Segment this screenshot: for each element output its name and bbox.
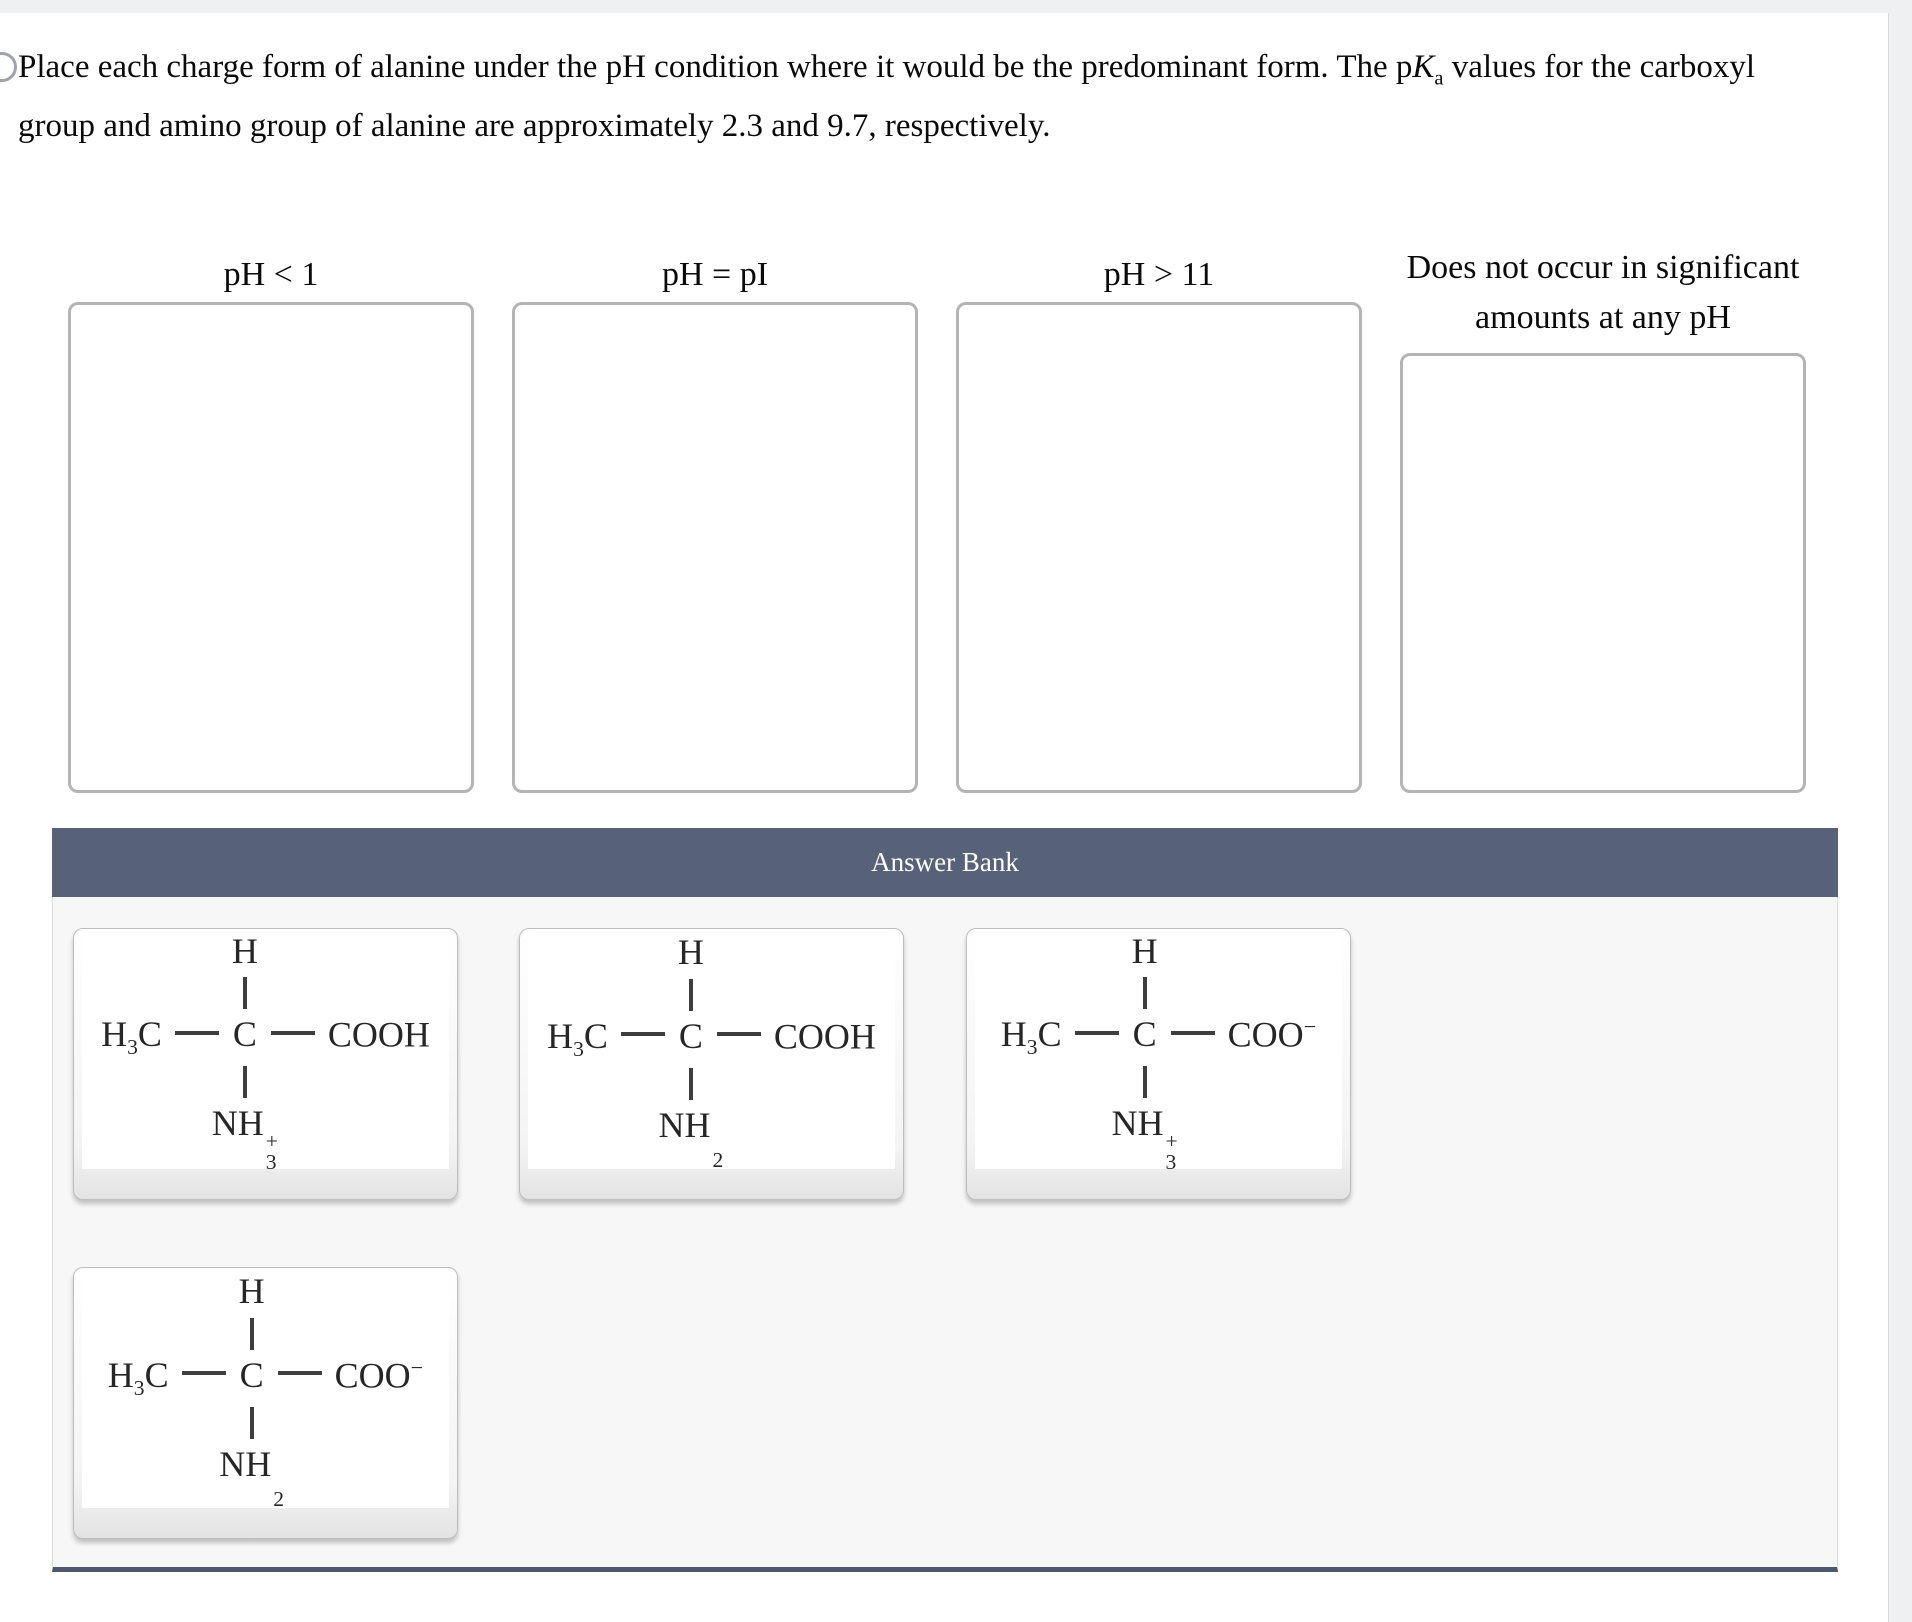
- alpha-carbon: C: [678, 1015, 703, 1056]
- positive-charge: +: [265, 1129, 278, 1154]
- bond-horizontal: [174, 1030, 219, 1035]
- carboxyl-group: COOH: [773, 1016, 876, 1057]
- drop-zone-ph-equals-pi[interactable]: [512, 302, 918, 793]
- question-part2: values for the carboxyl group and amino …: [18, 49, 1756, 144]
- positive-charge: [273, 1469, 284, 1490]
- bin-label-ph-greater-11: pH > 11: [1103, 256, 1215, 293]
- alpha-carbon: C: [239, 1354, 264, 1395]
- bin-label-line2: amounts at any pH: [1475, 299, 1731, 336]
- drop-zone-ph-greater-11[interactable]: [956, 302, 1362, 793]
- bond-horizontal: [716, 1032, 761, 1037]
- methyl-group: H3C: [101, 1014, 162, 1060]
- methyl-group: H3C: [547, 1015, 608, 1062]
- carboxylate-group: COO−: [1227, 1014, 1317, 1055]
- question-part1: Place each charge form of alanine under …: [18, 49, 1413, 85]
- answer-bank-title: Answer Bank: [871, 847, 1019, 877]
- answer-card-cation-cooh-nh3[interactable]: H H3C C COOH NH+3: [73, 928, 458, 1200]
- pka-subscript: a: [1434, 67, 1444, 90]
- bond-horizontal: [277, 1371, 322, 1376]
- bond-vertical: [242, 977, 247, 1010]
- positive-charge: [713, 1130, 724, 1151]
- methyl-group: H3C: [1000, 1014, 1062, 1060]
- drop-zone-does-not-occur[interactable]: [1400, 353, 1806, 793]
- bond-vertical: [688, 1067, 693, 1100]
- methyl-group: H3C: [107, 1354, 169, 1401]
- bond-vertical: [249, 1317, 254, 1350]
- alanine-structure: H H3C C COOH NH+3: [101, 930, 430, 1174]
- atom-h: H: [677, 932, 704, 973]
- bond-horizontal: [620, 1032, 665, 1037]
- pka-symbol: K: [1412, 49, 1435, 85]
- negative-charge: −: [1303, 1014, 1317, 1040]
- bin-label-line1: Does not occur in significant: [1406, 249, 1800, 286]
- bin-label-does-not-occur: Does not occur in significant amounts at…: [1400, 243, 1806, 343]
- atom-h: H: [238, 1271, 265, 1312]
- structure-diagram: H H3C C COO− NH+3: [975, 930, 1342, 1174]
- bond-horizontal: [181, 1371, 226, 1376]
- bond-horizontal: [1170, 1030, 1215, 1035]
- structure-diagram: H H3C C COOH NH+3: [82, 930, 449, 1174]
- positive-charge: +: [1165, 1129, 1178, 1154]
- bin-label-ph-equals-pi: pH = pI: [661, 256, 769, 293]
- bond-vertical: [1142, 977, 1147, 1010]
- bond-vertical: [249, 1406, 254, 1439]
- atom-h: H: [1131, 930, 1158, 971]
- bin-label-ph-less-1: pH < 1: [223, 256, 319, 293]
- drop-zone-ph-less-1[interactable]: [68, 302, 474, 793]
- bond-vertical: [688, 978, 693, 1011]
- answer-bank-header: Answer Bank: [52, 828, 1838, 897]
- carboxylate-group: COO−: [334, 1354, 424, 1396]
- alpha-carbon: C: [1132, 1014, 1157, 1055]
- bond-horizontal: [270, 1030, 315, 1035]
- answer-card-zwitterion-coo-nh3[interactable]: H H3C C COO− NH+3: [966, 928, 1351, 1200]
- answer-bank: H H3C C COOH NH+3 H H3C C COOH: [52, 897, 1838, 1572]
- bond-vertical: [1142, 1066, 1147, 1099]
- bond-horizontal: [1074, 1030, 1119, 1035]
- alanine-structure: H H3C C COO− NH+3: [1000, 930, 1317, 1174]
- question-text: Place each charge form of alanine under …: [18, 44, 1838, 150]
- question-bullet-icon: [0, 52, 17, 82]
- bond-vertical: [242, 1066, 247, 1099]
- carboxyl-group: COOH: [327, 1014, 430, 1055]
- atom-h: H: [231, 930, 258, 971]
- alpha-carbon: C: [232, 1014, 257, 1055]
- negative-charge: −: [410, 1354, 424, 1380]
